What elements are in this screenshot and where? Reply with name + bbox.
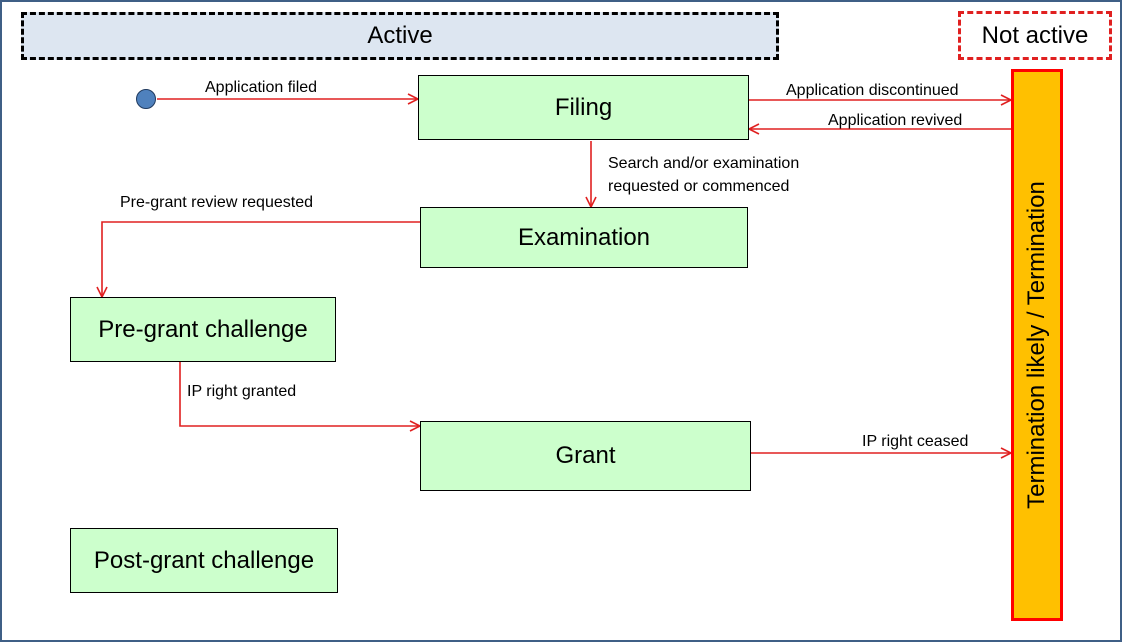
start-node [136, 89, 156, 109]
state-examination-label: Examination [518, 224, 650, 252]
state-filing-label: Filing [555, 94, 612, 122]
label-pre-grant-review: Pre-grant review requested [120, 192, 313, 214]
label-application-filed: Application filed [205, 77, 317, 99]
state-grant-label: Grant [555, 442, 615, 470]
label-application-revived: Application revived [828, 110, 962, 132]
label-ip-right-granted: IP right granted [187, 381, 296, 403]
state-termination-label: Termination likely / Termination [1023, 181, 1051, 509]
edge-pre-grant-review [102, 222, 420, 297]
state-post-grant-challenge: Post-grant challenge [70, 528, 338, 593]
state-termination: Termination likely / Termination [1011, 69, 1063, 621]
state-pre-grant-challenge-label: Pre-grant challenge [98, 316, 307, 344]
state-post-grant-challenge-label: Post-grant challenge [94, 547, 314, 575]
state-examination: Examination [420, 207, 748, 268]
label-application-discontinued: Application discontinued [786, 80, 959, 102]
label-ip-right-ceased: IP right ceased [862, 431, 968, 453]
state-filing: Filing [418, 75, 749, 140]
state-grant: Grant [420, 421, 751, 491]
state-pre-grant-challenge: Pre-grant challenge [70, 297, 336, 362]
label-search-examination-line2: requested or commenced [608, 176, 789, 198]
label-search-examination-line1: Search and/or examination [608, 153, 799, 175]
